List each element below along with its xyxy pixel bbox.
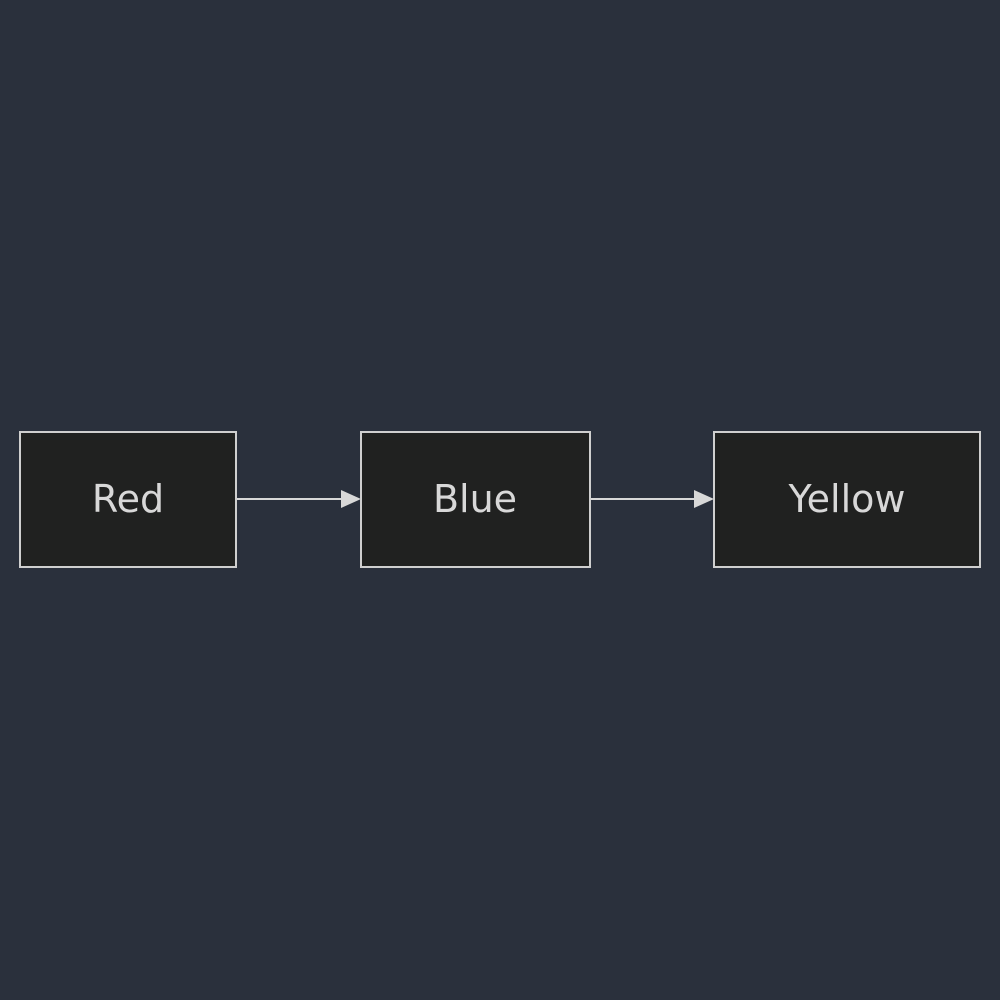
node-yellow-box[interactable]: [713, 431, 981, 568]
edge-red-to-blue: [236, 490, 361, 508]
node-red-label: Red: [92, 477, 164, 521]
edge-blue-to-yellow: [590, 490, 714, 508]
node-yellow-label: Yellow: [788, 477, 906, 521]
node-red-box[interactable]: [19, 431, 237, 568]
node-yellow[interactable]: Yellow: [713, 431, 981, 568]
arrow-head-icon: [341, 490, 361, 508]
node-blue[interactable]: Blue: [360, 431, 591, 568]
node-blue-label: Blue: [433, 477, 517, 521]
node-blue-box[interactable]: [360, 431, 591, 568]
arrow-head-icon: [694, 490, 714, 508]
node-red[interactable]: Red: [19, 431, 237, 568]
